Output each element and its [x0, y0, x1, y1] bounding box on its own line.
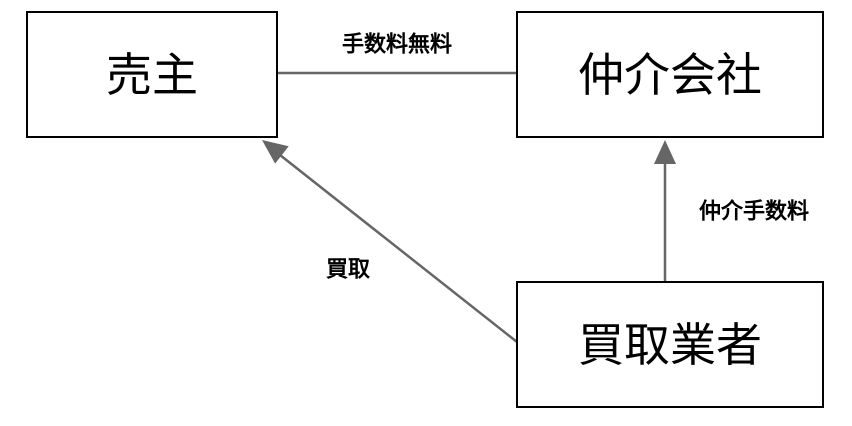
arrow-head-seller — [262, 140, 289, 164]
edge-label-fee-free: 手数料無料 — [342, 32, 452, 58]
edge-line-buyer-seller — [279, 154, 518, 343]
node-seller: 売主 — [26, 11, 278, 138]
node-buyer: 買取業者 — [516, 281, 824, 408]
edge-label-purchase: 買取 — [326, 258, 370, 283]
edge-label-brokerage-fee: 仲介手数料 — [699, 199, 809, 225]
node-label-seller: 売主 — [106, 48, 198, 102]
node-agency: 仲介会社 — [516, 11, 824, 138]
node-label-agency: 仲介会社 — [578, 48, 762, 102]
arrow-head-agency — [654, 140, 676, 164]
node-label-buyer: 買取業者 — [578, 318, 762, 372]
